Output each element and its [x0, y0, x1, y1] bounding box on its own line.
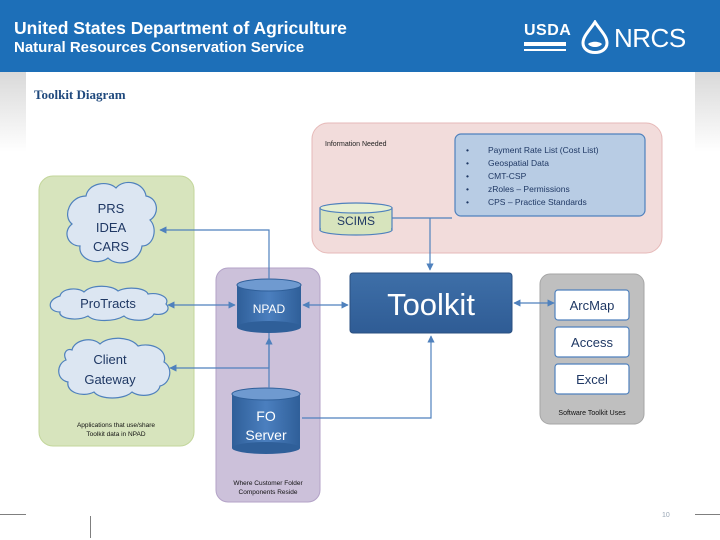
- information-list-box: [454, 133, 646, 217]
- info-bullet-4: •: [466, 184, 469, 194]
- software-arcmap-label: ArcMap: [570, 298, 615, 313]
- usda-logo-bar: [524, 42, 566, 46]
- info-item-4: zRoles – Permissions: [488, 184, 570, 194]
- cloud-protracts-label: ProTracts: [80, 296, 136, 311]
- cloud-protracts: ProTracts: [49, 285, 169, 322]
- info-bullet-1: •: [466, 145, 469, 155]
- left-shade: [0, 72, 26, 152]
- software-access-box: [554, 326, 630, 358]
- info-item-2: Geospatial Data: [488, 158, 549, 168]
- cloud-client-label: Client: [93, 352, 127, 367]
- npad-database: NPAD: [236, 278, 302, 333]
- service-title: Natural Resources Conservation Service: [14, 39, 305, 56]
- information-needed-label: Information Needed: [325, 141, 387, 148]
- page-number: 10: [662, 512, 670, 519]
- scims-label: SCIMS: [337, 214, 375, 228]
- footer-rule-left: [0, 514, 26, 515]
- cloud-client-gateway: Client Gateway: [58, 337, 171, 399]
- footer-divider: [90, 516, 91, 538]
- scims-database: SCIMS: [319, 202, 393, 236]
- usda-logo: USDA: [524, 22, 572, 56]
- info-item-3: CMT-CSP: [488, 171, 527, 181]
- software-arcmap-box: [554, 289, 630, 321]
- npad-label: NPAD: [253, 302, 286, 316]
- cloud-idea-label: IDEA: [96, 220, 127, 235]
- arrow-fo-server-to-toolkit: [302, 335, 435, 419]
- fo-server-label-1: FO: [256, 408, 276, 424]
- cloud-gateway-label: Gateway: [84, 372, 136, 387]
- agency-title: United States Department of Agriculture: [14, 18, 347, 38]
- footer-rule-right: [695, 514, 720, 515]
- usda-logo-text: USDA: [524, 22, 572, 39]
- info-item-1: Payment Rate List (Cost List): [488, 145, 599, 155]
- applications-caption-2: Toolkit data in NPAD: [86, 431, 145, 438]
- diagram-title: Toolkit Diagram: [34, 87, 126, 102]
- information-needed-panel: Information Needed • Payment Rate List (…: [311, 122, 663, 254]
- nrcs-logo: NRCS: [580, 19, 686, 56]
- customer-folder-caption-2: Components Reside: [239, 489, 298, 496]
- toolkit-box: Toolkit: [349, 272, 513, 334]
- software-excel-box: [554, 363, 630, 395]
- customer-folder-caption-1: Where Customer Folder: [233, 480, 303, 487]
- software-panel: ArcMap Access Excel Software Toolkit Use…: [539, 273, 645, 425]
- software-access-label: Access: [571, 335, 613, 350]
- info-bullet-2: •: [466, 158, 469, 168]
- connectors: [159, 217, 555, 419]
- fo-server-database: FO Server: [231, 387, 301, 454]
- cloud-prs-idea-cars: PRS IDEA CARS: [66, 181, 157, 264]
- usda-logo-bar-thin: [524, 49, 566, 51]
- info-bullet-3: •: [466, 171, 469, 181]
- toolkit-label: Toolkit: [387, 287, 475, 322]
- info-item-5: CPS – Practice Standards: [488, 197, 587, 207]
- fo-server-label-2: Server: [245, 427, 287, 443]
- cloud-prs-label: PRS: [98, 201, 125, 216]
- nrcs-drop-icon: [581, 19, 609, 55]
- arrow-npad-to-prs: [159, 226, 270, 279]
- right-shade: [695, 72, 720, 152]
- cloud-cars-label: CARS: [93, 239, 129, 254]
- software-excel-label: Excel: [576, 372, 608, 387]
- header-banner: United States Department of Agriculture …: [0, 0, 720, 72]
- applications-caption-1: Applications that use/share: [77, 422, 155, 429]
- software-caption: Software Toolkit Uses: [558, 410, 626, 417]
- nrcs-logo-text: NRCS: [614, 23, 686, 53]
- info-bullet-5: •: [466, 197, 469, 207]
